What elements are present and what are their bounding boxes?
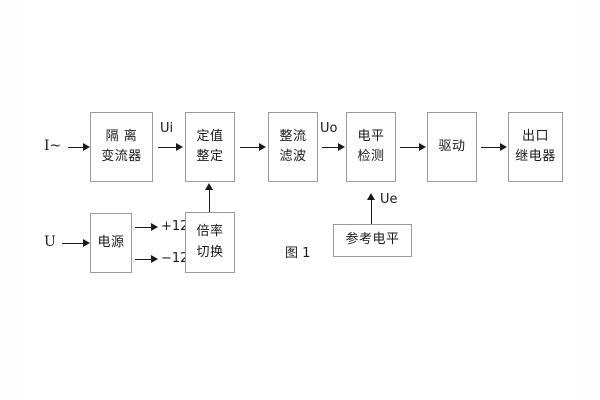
block-rectify-filter-line1: 整流	[279, 128, 307, 144]
arrow-level-to-drive-icon	[419, 143, 426, 151]
connector-voltage-in	[62, 243, 84, 244]
block-level-detect-line2: 检测	[357, 149, 385, 164]
block-setting-line1: 定值	[196, 128, 224, 144]
signal-uo-label: Uo	[320, 121, 338, 136]
block-isolation-ct-line2: 变流器	[101, 149, 142, 164]
input-voltage-label: U	[44, 234, 56, 250]
arrow-rectify-to-level-icon	[338, 143, 345, 151]
block-level-detect-line1: 电平	[357, 128, 385, 144]
block-isolation-ct[interactable]: 隔 离 变流器	[90, 112, 153, 182]
connector-setting-to-rectify	[240, 147, 260, 148]
block-level-detect[interactable]: 电平 检测	[346, 112, 396, 182]
block-power-supply[interactable]: 电源	[90, 213, 132, 273]
connector-rail-positive	[135, 227, 152, 228]
connector-rectify-to-level	[322, 147, 339, 148]
block-reference-level[interactable]: 参考电平	[333, 224, 412, 257]
arrow-voltage-in-icon	[83, 239, 90, 247]
block-output-relay-line2: 继电器	[515, 149, 556, 164]
arrow-rail-positive-icon	[151, 223, 158, 231]
block-setting-line2: 整定	[196, 149, 224, 164]
connector-rail-negative	[135, 259, 152, 260]
input-current-label: I~	[44, 138, 62, 154]
block-reference-level-line1: 参考电平	[345, 232, 400, 248]
arrow-reference-to-level-icon	[367, 193, 375, 200]
arrow-setting-to-rectify-icon	[259, 143, 266, 151]
block-power-supply-line1: 电源	[97, 234, 125, 250]
block-output-relay[interactable]: 出口 继电器	[508, 112, 563, 182]
block-rectify-filter[interactable]: 整流 滤波	[268, 112, 318, 182]
connector-level-to-drive	[400, 147, 420, 148]
block-multiplier-switch-line1: 倍率	[196, 224, 224, 240]
arrow-drive-to-relay-icon	[500, 143, 507, 151]
arrow-ct-to-setting-icon	[176, 143, 183, 151]
signal-ue-label: Ue	[380, 192, 398, 207]
block-rectify-filter-line2: 滤波	[279, 149, 307, 164]
content-panel	[25, 0, 575, 400]
block-multiplier-switch[interactable]: 倍率 切换	[185, 212, 235, 273]
connector-reference-to-level	[371, 199, 372, 224]
signal-ui-label: Ui	[160, 121, 174, 136]
connector-current-in	[68, 147, 84, 148]
arrow-rail-negative-icon	[151, 255, 158, 263]
block-setting[interactable]: 定值 整定	[185, 112, 235, 182]
connector-multiplier-to-setting	[209, 189, 210, 212]
arrow-current-in-icon	[83, 143, 90, 151]
connector-ct-to-setting	[158, 147, 177, 148]
connector-drive-to-relay	[481, 147, 501, 148]
block-isolation-ct-line1: 隔 离	[105, 128, 138, 144]
block-multiplier-switch-line2: 切换	[196, 244, 224, 260]
block-drive-line1: 驱动	[438, 138, 466, 154]
figure-caption: 图 1	[285, 246, 311, 261]
block-drive[interactable]: 驱动	[427, 112, 477, 182]
arrow-multiplier-to-setting-icon	[205, 183, 213, 190]
block-output-relay-line1: 出口	[521, 128, 549, 144]
